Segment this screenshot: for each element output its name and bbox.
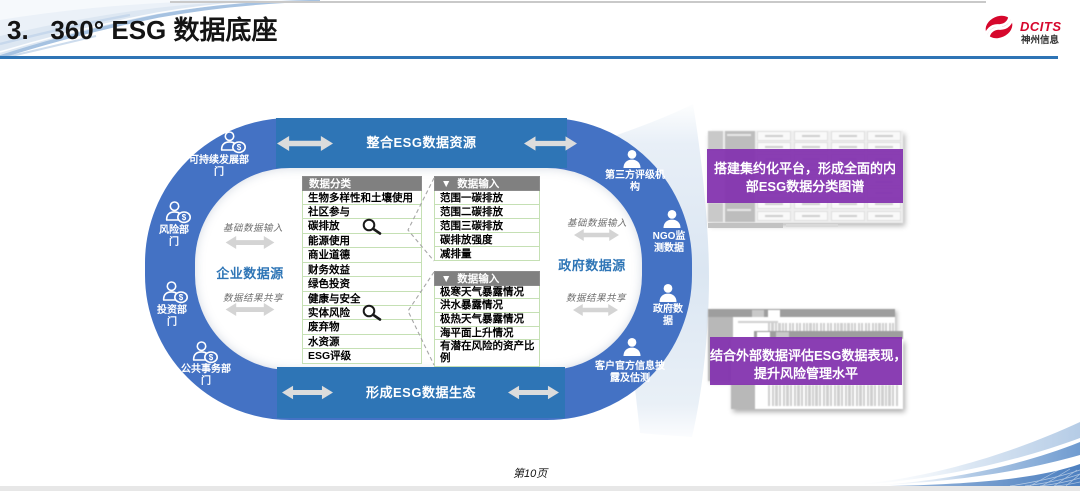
svg-text:$: $ [182, 213, 187, 222]
svg-text:$: $ [237, 143, 242, 152]
svg-text:$: $ [179, 293, 184, 302]
svg-text:$: $ [209, 353, 214, 362]
